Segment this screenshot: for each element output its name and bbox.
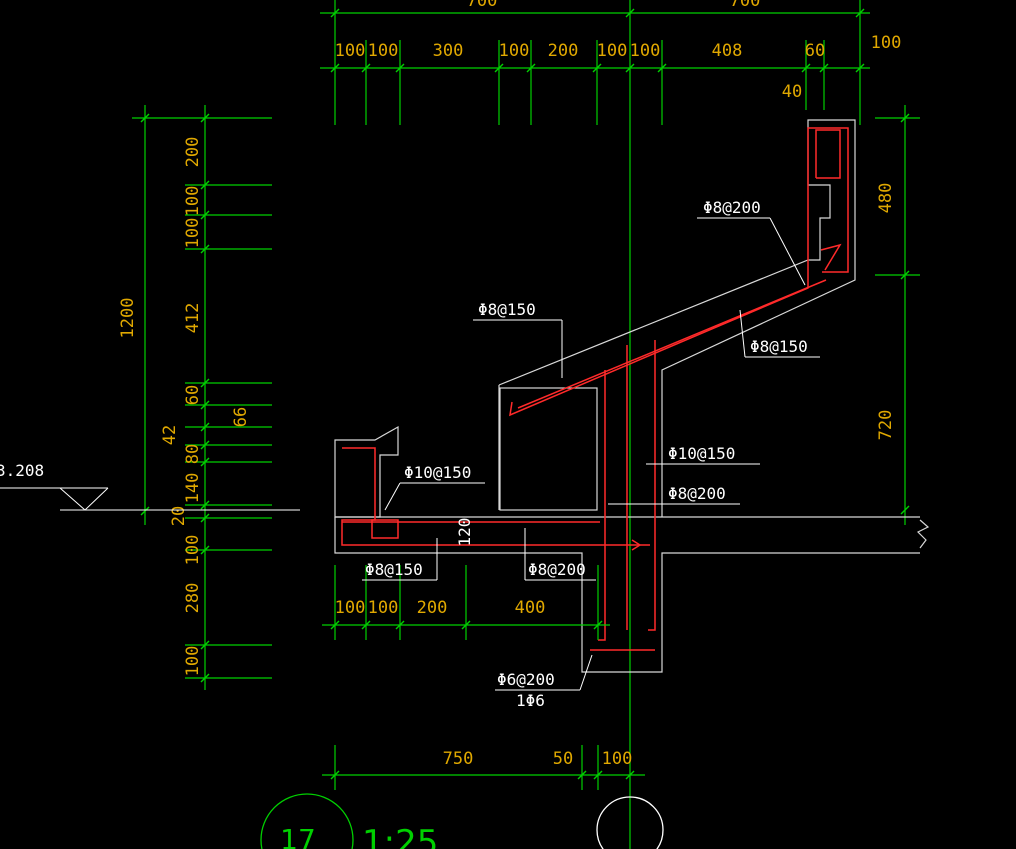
- left-dim: 200: [183, 137, 203, 168]
- rebar: [341, 127, 849, 651]
- bottom-inner-dim: 100: [368, 598, 399, 618]
- rebar-label: 1Φ6: [516, 691, 545, 710]
- left-dim: 280: [183, 583, 203, 614]
- top-dim: 100: [871, 33, 902, 53]
- top-dim: 40: [782, 82, 802, 102]
- left-dim: 100: [183, 218, 203, 249]
- bottom-outer-dim: 50: [553, 749, 573, 769]
- bottom-inner-dim: 400: [515, 598, 546, 618]
- rebar-label: Φ8@200: [703, 198, 761, 217]
- left-dim: 80: [183, 444, 203, 464]
- left-dim: 140: [183, 473, 203, 504]
- bottom-dimension-chain-inner: 100 100 200 400: [322, 565, 610, 640]
- bottom-outer-dim: 750: [443, 749, 474, 769]
- right-dim: 720: [876, 410, 896, 441]
- top-dim: 100: [335, 41, 366, 61]
- rebar-label: Φ8@150: [478, 300, 536, 319]
- rebar-label: Φ8@150: [365, 560, 423, 579]
- top-dim: 100: [630, 41, 661, 61]
- rebar-label: Φ8@150: [750, 337, 808, 356]
- left-dimension-chain: 1200 42 200 100 100 412 60 66 80 140 20 …: [118, 105, 272, 690]
- top-dim: 60: [805, 41, 825, 61]
- left-dim: 20: [169, 506, 189, 526]
- bottom-outer-dim: 100: [602, 749, 633, 769]
- detail-scale: 1:25: [362, 823, 438, 849]
- left-overall-dim: 1200: [118, 298, 138, 339]
- concrete-section-outline: [334, 119, 930, 673]
- top-dim: 300: [433, 41, 464, 61]
- top-overall-dim: 700: [730, 0, 761, 11]
- right-dimension-chain: 480 720: [875, 105, 920, 525]
- top-dim: 100: [368, 41, 399, 61]
- top-overall-dim: 700: [467, 0, 498, 11]
- elevation-text: 3.208: [0, 461, 44, 480]
- bottom-dimension-chain-outer: 750 50 100: [322, 745, 645, 790]
- left-dim: 412: [183, 303, 203, 334]
- grid-axis-bubble: [596, 796, 664, 849]
- left-dim: 100: [183, 535, 203, 566]
- detail-marker: 17 1:25: [260, 793, 664, 849]
- rebar-label: Φ10@150: [404, 463, 471, 482]
- top-dim: 408: [712, 41, 743, 61]
- slab-thickness-label: 120: [455, 518, 474, 547]
- left-dim: 66: [231, 407, 251, 427]
- rebar-callouts: Φ8@200 Φ8@150 Φ8@150 Φ10@150 Φ10@150 Φ8@…: [362, 198, 820, 710]
- rebar-label: Φ8@200: [668, 484, 726, 503]
- rebar-label: Φ8@200: [528, 560, 586, 579]
- bottom-inner-dim: 100: [335, 598, 366, 618]
- rebar-label: Φ10@150: [668, 444, 735, 463]
- top-dimension-chain: 700 700 100 100 300 100 200 100 100 408 …: [320, 0, 901, 849]
- left-dim: 60: [183, 385, 203, 405]
- top-dim: 100: [597, 41, 628, 61]
- masonry-hatch: [499, 387, 598, 511]
- top-dim: 200: [548, 41, 579, 61]
- top-dim: 100: [499, 41, 530, 61]
- left-dim: 100: [183, 646, 203, 677]
- detail-number: 17: [280, 823, 316, 849]
- right-dim: 480: [876, 183, 896, 214]
- elevation-mark: 3.208: [0, 461, 300, 511]
- rebar-label: Φ6@200: [497, 670, 555, 689]
- left-dim: 100: [183, 186, 203, 217]
- bottom-inner-dim: 200: [417, 598, 448, 618]
- left-overall-dim: 42: [160, 425, 180, 445]
